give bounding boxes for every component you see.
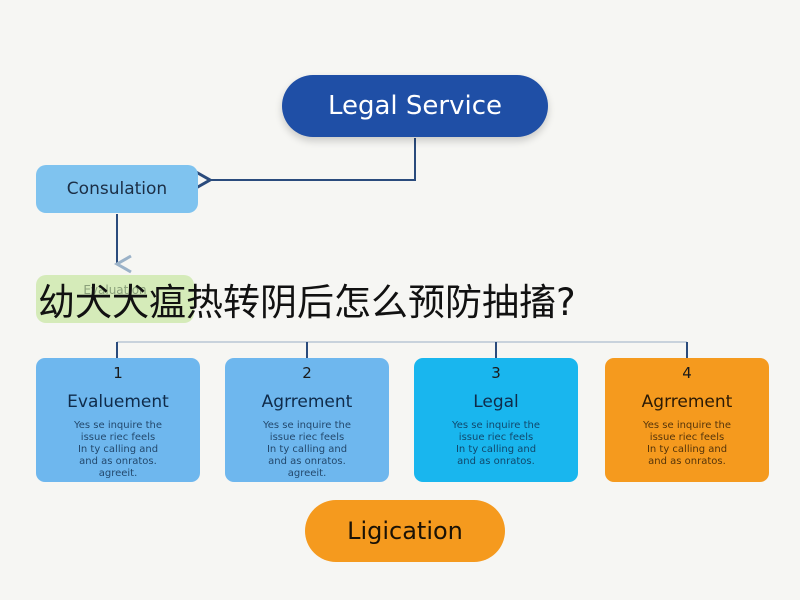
ligication-node: Ligication — [305, 500, 505, 562]
stage-card-title: Agrrement — [641, 392, 733, 412]
stage-card-number: 1 — [113, 364, 123, 382]
stage-card-number: 4 — [682, 364, 692, 382]
evaluation-node-label: Evaluation — [83, 283, 147, 297]
legal-service-label: Legal Service — [327, 91, 503, 121]
stage-card-body: Yes se inquire the issue riec feels In t… — [642, 420, 732, 467]
stage-card-title: Legal — [473, 392, 519, 412]
connector-service-to-consultation — [208, 138, 416, 180]
ligication-label: Ligication — [347, 517, 463, 545]
stage-card-1: 1 Evaluement Yes se inquire the issue ri… — [36, 358, 200, 482]
stage-card-number: 3 — [491, 364, 501, 382]
consultation-label: Consulation — [66, 179, 168, 199]
stage-card-title: Evaluement — [67, 392, 169, 412]
evaluation-node: Evaluation — [36, 275, 194, 323]
stage-card-title: Agrrement — [261, 392, 353, 412]
stage-card-4: 4 Agrrement Yes se inquire the issue rie… — [605, 358, 769, 482]
stage-card-body: Yes se inquire the issue riec feels In t… — [262, 420, 352, 479]
overlay-title: 幼犬犬瘟热转阴后怎么预防抽搐? — [38, 281, 576, 324]
stage-card-number: 2 — [302, 364, 312, 382]
consultation-node: Consulation — [36, 165, 198, 213]
stage-card-2: 2 Agrrement Yes se inquire the issue rie… — [225, 358, 389, 482]
stage-card-3: 3 Legal Yes se inquire the issue riec fe… — [414, 358, 578, 482]
legal-service-node: Legal Service — [282, 75, 548, 137]
stage-card-body: Yes se inquire the issue riec feels In t… — [73, 420, 163, 479]
stage-card-body: Yes se inquire the issue riec feels In t… — [451, 420, 541, 467]
